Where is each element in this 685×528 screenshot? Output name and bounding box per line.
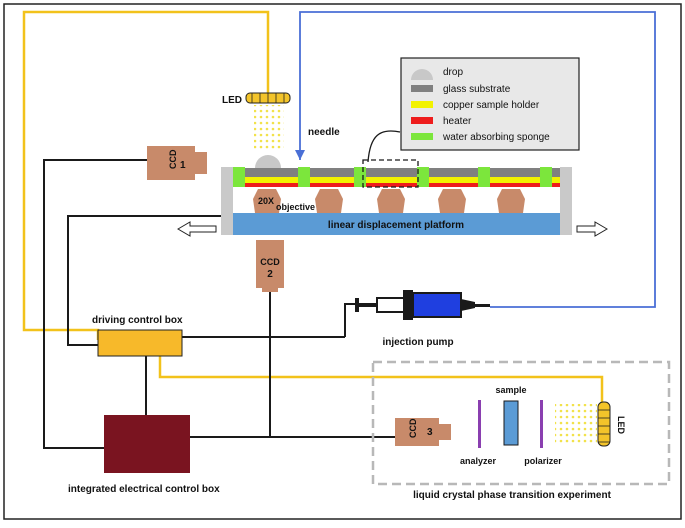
driving-box-label: driving control box <box>92 315 183 326</box>
objective-magnification: 20X <box>258 196 274 206</box>
ccd-1-text: CCD <box>168 149 178 169</box>
analyzer-plate <box>478 400 481 448</box>
driving-control-box <box>97 329 183 357</box>
sample-cell <box>503 400 519 446</box>
integrated-control-box <box>104 415 190 473</box>
objectives <box>253 189 525 213</box>
sample-stage <box>221 167 572 235</box>
polarizer-label: polarizer <box>524 456 562 466</box>
led-top-label: LED <box>222 95 242 106</box>
detail-box <box>362 159 419 188</box>
ccd-3 <box>395 418 451 446</box>
ccd-1 <box>147 146 207 180</box>
right-led <box>597 401 611 447</box>
needle-arrowhead <box>295 150 305 160</box>
legend-label-drop: drop <box>443 67 463 78</box>
lc-experiment-region <box>371 360 671 486</box>
legend-swatch-drop <box>411 69 433 80</box>
ccd-3-text: CCD <box>408 418 418 438</box>
legend-swatch-sponge <box>411 133 433 140</box>
left-arrow <box>177 221 217 237</box>
legend-swatch-heater <box>411 117 433 124</box>
black-wires <box>43 159 395 449</box>
polarizer-plate <box>540 400 543 448</box>
ccd-2 <box>256 240 284 292</box>
drop <box>255 155 281 168</box>
blue-tube <box>299 11 656 308</box>
sample-label: sample <box>495 385 526 395</box>
injection-pump <box>355 290 490 320</box>
ccd-2-number: 2 <box>267 269 273 280</box>
legend-label-glass: glass substrate <box>443 84 511 95</box>
platform-label: linear displacement platform <box>328 220 464 231</box>
lc-experiment-label: liquid crystal phase transition experime… <box>413 490 612 501</box>
top-led <box>245 92 291 151</box>
linear-platform <box>233 213 560 235</box>
outer-frame <box>3 3 682 520</box>
legend: drop glass substrate copper sample holde… <box>400 57 580 151</box>
objective-label: objective <box>276 202 315 212</box>
legend-label-sponge: water absorbing sponge <box>442 132 550 143</box>
legend-label-heater: heater <box>443 116 472 127</box>
ccd-1-number: 1 <box>180 160 186 171</box>
legend-label-copper: copper sample holder <box>443 100 540 111</box>
led-right-label: LED <box>616 416 626 435</box>
right-arrow <box>576 221 608 237</box>
yellow-wire-right <box>158 356 604 402</box>
injection-pump-label: injection pump <box>382 337 453 348</box>
ccd-3-number: 3 <box>427 427 433 438</box>
ccd-2-text: CCD <box>260 257 280 267</box>
analyzer-label: analyzer <box>460 456 497 466</box>
legend-swatch-copper <box>411 101 433 108</box>
legend-swatch-glass <box>411 85 433 92</box>
detail-pointer <box>367 130 401 163</box>
right-led-light <box>555 404 597 444</box>
integrated-box-label: integrated electrical control box <box>68 484 220 495</box>
needle-label: needle <box>308 127 340 138</box>
